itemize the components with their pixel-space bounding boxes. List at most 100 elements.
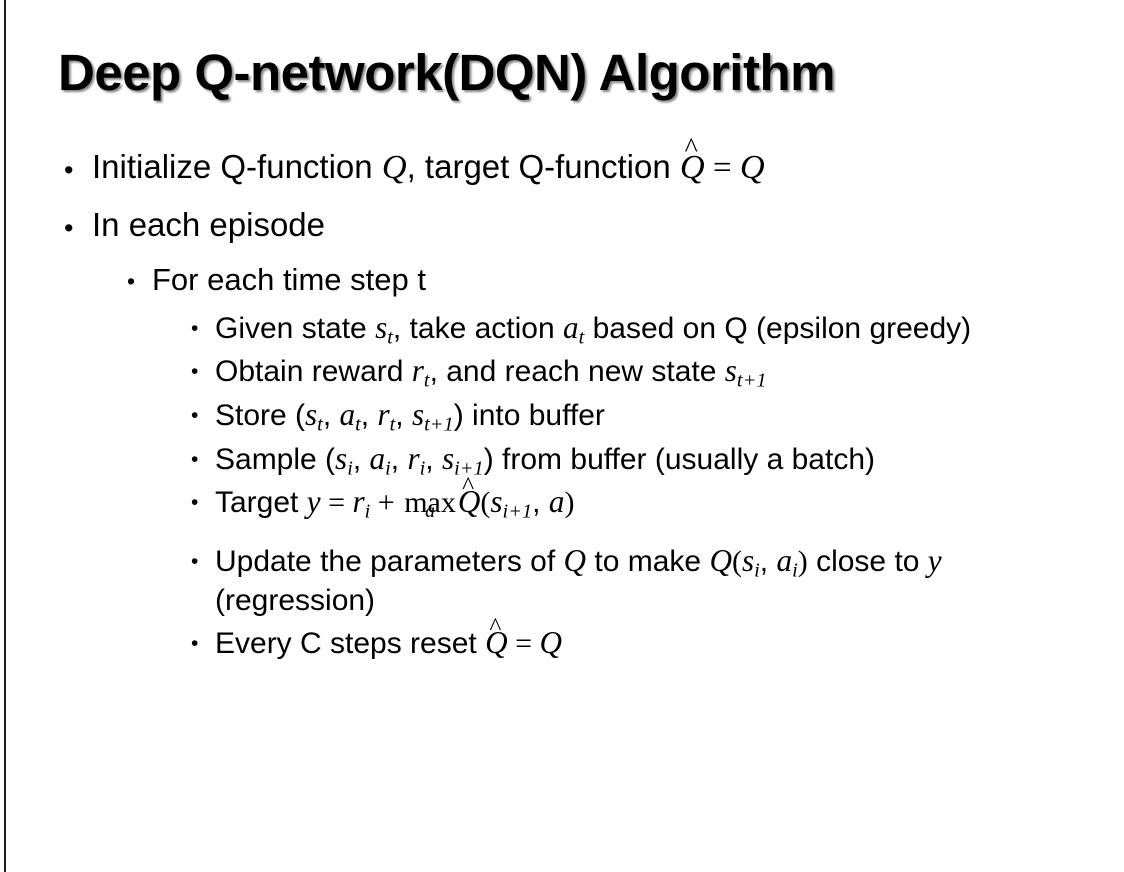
math-subscript-t: t (578, 326, 585, 349)
math-var-s: s (375, 309, 388, 345)
list-item-update-parameters-text: Update the parameters of Q to make Q(si,… (215, 541, 1124, 621)
circumflex-accent-icon: ^ (462, 470, 475, 500)
math-subscript-t: t (317, 413, 323, 436)
text-fragment: Initialize Q-function (92, 148, 382, 185)
math-var-q-hat: Q^ (679, 133, 705, 190)
list-item-in-each-episode: • In each episode (0, 204, 1124, 246)
circumflex-accent-icon: ^ (489, 611, 502, 641)
math-var-a: a (369, 440, 386, 476)
text-fragment: , (759, 544, 777, 578)
list-item-initialize: • Initialize Q-function Q, target Q-func… (0, 133, 1124, 190)
list-item-in-each-episode-text: In each episode (92, 205, 326, 243)
math-var-q2: Q (709, 542, 732, 578)
bullet-glyph-icon: • (191, 316, 199, 340)
math-paren-open: ( (480, 486, 491, 520)
math-subscript-t: t (389, 413, 396, 436)
math-subscript-i: i (754, 559, 760, 582)
list-item-store-transition-text: Store (st, at, rt, st+1) into buffer (215, 395, 1124, 436)
bullet-glyph-icon: • (127, 268, 136, 295)
math-var-q-hat: Q^ (457, 471, 481, 523)
text-fragment: , (390, 442, 408, 476)
math-paren-close: ) (564, 486, 575, 520)
bullet-glyph-icon: • (191, 491, 199, 515)
math-subscript-i-plus-1: i+1 (502, 500, 533, 523)
math-var-s: s (490, 484, 503, 520)
text-fragment: to make (586, 544, 710, 578)
text-fragment: , (352, 442, 370, 476)
text-fragment: Given state (215, 311, 376, 345)
math-var-q-hat: Q^ (485, 612, 508, 664)
bullet-glyph-icon: • (64, 155, 74, 185)
math-var-s2: s (411, 396, 425, 432)
text-fragment: based on Q (epsilon greedy) (584, 311, 972, 345)
math-var-r: r (377, 396, 390, 432)
math-var-r: r (407, 440, 420, 476)
math-subscript-i: i (792, 559, 798, 582)
text-fragment: , (532, 486, 549, 520)
math-subscript-t: t (355, 413, 361, 436)
math-var-a: a (563, 309, 579, 345)
math-var-r: r (411, 353, 424, 389)
slide-left-edge-rule (4, 0, 6, 872)
math-equals: = (704, 150, 740, 186)
text-fragment: , (322, 398, 340, 432)
list-item-obtain-reward: • Obtain reward rt, and reach new state … (0, 351, 1124, 392)
math-var-y: y (306, 484, 321, 520)
math-var-s: s (741, 542, 755, 578)
math-paren-open: ( (731, 544, 742, 578)
list-item-update-parameters: • Update the parameters of Q to make Q(s… (0, 541, 1124, 621)
math-subscript-i: i (419, 457, 426, 480)
text-fragment: , take action (392, 311, 563, 345)
math-var-r: r (352, 484, 365, 520)
math-var-a: a (339, 396, 356, 432)
text-fragment: ) from buffer (usually a batch) (483, 442, 875, 476)
text-fragment: , target Q-function (406, 148, 680, 185)
math-var-q-hat-base: Q (485, 625, 508, 661)
math-var-s: s (724, 353, 737, 389)
math-var-q-hat-base: Q (457, 484, 481, 520)
text-fragment: Obtain reward (215, 355, 412, 389)
bullet-glyph-icon: • (191, 403, 199, 427)
text-fragment: Update the parameters of (215, 544, 564, 578)
list-item-sample-batch-text: Sample (si, ai, ri, si+1) from buffer (u… (215, 439, 1124, 480)
bullet-glyph-icon: • (191, 447, 199, 471)
text-fragment: , (360, 398, 378, 432)
text-fragment: Sample ( (215, 442, 336, 476)
text-fragment: , and reach new state (429, 355, 725, 389)
list-item-for-each-time-step: • For each time step t (0, 260, 1124, 300)
list-item-sample-batch: • Sample (si, ai, ri, si+1) from buffer … (0, 439, 1124, 480)
math-subscript-i: i (364, 500, 371, 523)
math-equals: = (507, 627, 540, 661)
list-item-initialize-text: Initialize Q-function Q, target Q-functi… (92, 133, 1124, 190)
math-paren-close: ) (797, 544, 808, 578)
text-fragment: (regression) (215, 584, 376, 618)
math-plus: + (370, 486, 403, 520)
text-fragment: Every C steps reset (215, 627, 486, 661)
page-title: Deep Q-network(DQN) Algorithm (58, 44, 835, 101)
algorithm-bullet-list: • Initialize Q-function Q, target Q-func… (0, 133, 1124, 667)
text-fragment: Target (215, 486, 307, 520)
text-fragment: Store ( (215, 398, 306, 432)
math-var-q-hat-base: Q (679, 148, 705, 186)
text-fragment: , (395, 398, 412, 432)
math-subscript-t-plus-1: t+1 (736, 370, 767, 393)
text-fragment: , (425, 442, 442, 476)
math-var-q: Q (381, 148, 407, 186)
math-equals: = (320, 486, 353, 520)
math-var-y: y (927, 542, 942, 578)
math-var-q: Q (563, 542, 587, 578)
math-var-s2: s (441, 440, 455, 476)
math-max-label: max (404, 486, 456, 520)
math-var-s: s (305, 396, 318, 432)
list-item-given-state: • Given state st, take action at based o… (0, 308, 1124, 349)
math-var-a: a (548, 484, 565, 520)
math-subscript-t-plus-1: t+1 (424, 413, 454, 436)
list-item-reset-target-network: • Every C steps reset Q^ = Q (0, 612, 1124, 664)
list-item-store-transition: • Store (st, at, rt, st+1) into buffer (0, 395, 1124, 436)
bullet-glyph-icon: • (64, 212, 74, 243)
math-var-a: a (776, 542, 793, 578)
text-fragment: close to (807, 544, 928, 578)
